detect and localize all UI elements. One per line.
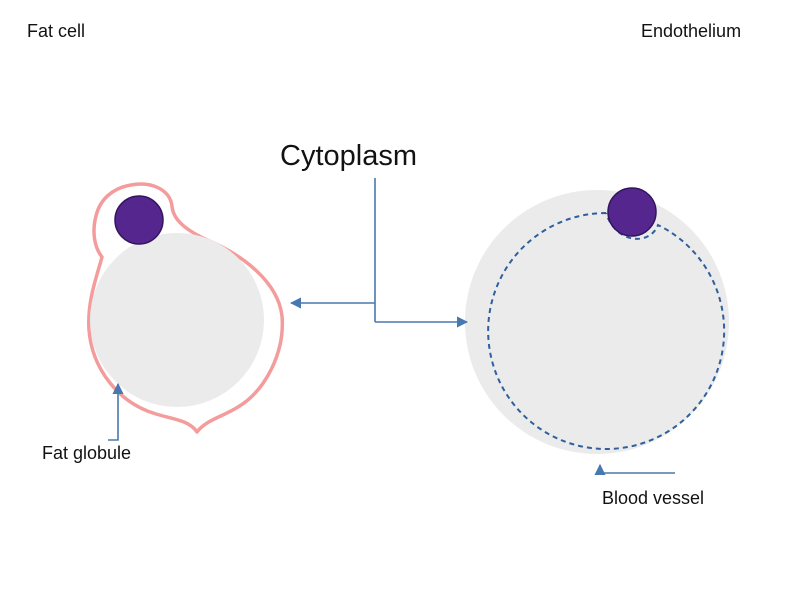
endothelium-nucleus [607, 187, 657, 237]
fat-cell-nucleus [114, 195, 164, 245]
endothelium-body [465, 190, 729, 454]
blood-vessel-arrow [594, 463, 675, 476]
fat-globule-shape [90, 233, 264, 407]
fat-cell-label: Fat cell [27, 21, 86, 41]
blood-vessel-label: Blood vessel [602, 488, 705, 508]
blood-vessel-outline [487, 212, 726, 450]
fat-globule-label: Fat globule [42, 443, 132, 463]
endothelium-label: Endothelium [641, 21, 742, 41]
fat-globule-arrow [108, 382, 124, 441]
cytoplasm-label: Cytoplasm [280, 140, 417, 172]
